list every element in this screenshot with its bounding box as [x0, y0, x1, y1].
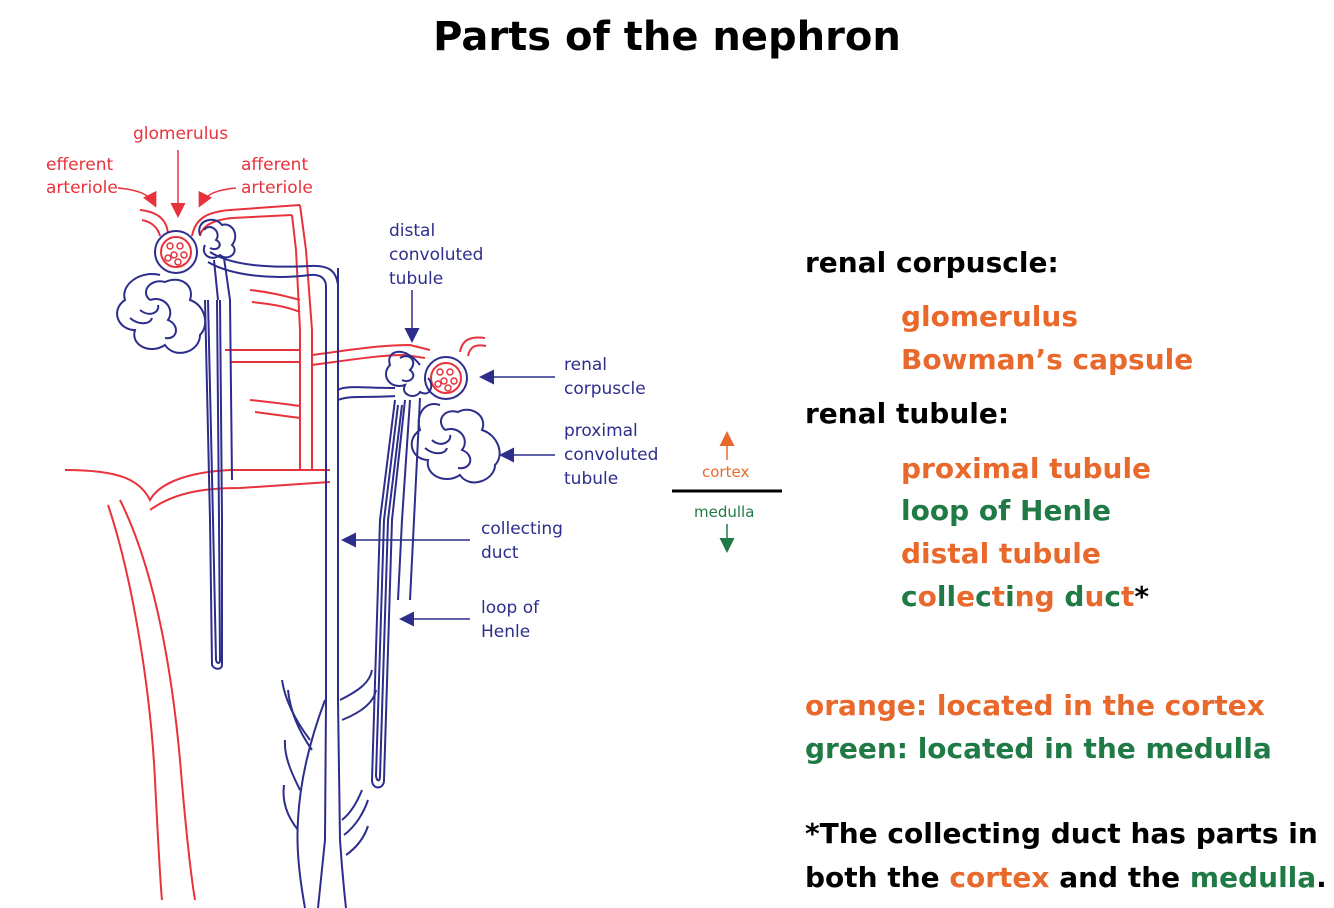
label-cd-1: collecting	[481, 519, 563, 539]
label-efferent-1: efferent	[46, 155, 113, 175]
annotation-arrows	[117, 150, 735, 627]
legend-note-line-1: *The collecting duct has parts in	[805, 817, 1318, 850]
page-title: Parts of the nephron	[433, 14, 901, 60]
label-loop-2: Henle	[481, 622, 530, 642]
legend-renal-corpuscle: renal corpuscle:	[805, 246, 1059, 279]
legend-bowmans-capsule: Bowman’s capsule	[901, 343, 1194, 376]
label-dct-2: convoluted	[389, 245, 483, 265]
legend-distal-tubule: distal tubule	[901, 537, 1101, 570]
legend-orange-key: orange: located in the cortex	[805, 689, 1265, 722]
label-loop-1: loop of	[481, 598, 540, 618]
legend-loop-of-henle: loop of Henle	[901, 494, 1111, 527]
label-dct-1: distal	[389, 221, 435, 241]
legend-note-line-2: both the cortex and the medulla.	[805, 861, 1327, 894]
blood-vessels	[64, 204, 487, 901]
label-pct-1: proximal	[564, 421, 638, 441]
label-afferent-1: afferent	[241, 155, 308, 175]
legend-renal-tubule: renal tubule:	[805, 397, 1010, 430]
label-afferent-2: arteriole	[241, 178, 313, 198]
legend-proximal-tubule: proximal tubule	[901, 452, 1152, 485]
label-rc-1: renal	[564, 355, 607, 375]
tubules	[116, 218, 501, 908]
label-rc-2: corpuscle	[564, 379, 646, 399]
label-medulla: medulla	[694, 503, 754, 521]
legend-glomerulus: glomerulus	[901, 300, 1078, 333]
glomerulus-1	[154, 230, 198, 274]
label-glomerulus: glomerulus	[133, 124, 228, 144]
nephron-diagram: glomerulus efferent arteriole afferent a…	[46, 124, 782, 908]
label-pct-3: tubule	[564, 469, 618, 489]
label-dct-3: tubule	[389, 269, 443, 289]
label-efferent-2: arteriole	[46, 178, 118, 198]
label-pct-2: convoluted	[564, 445, 658, 465]
label-cortex: cortex	[702, 463, 749, 481]
legend-green-key: green: located in the medulla	[805, 732, 1272, 765]
label-cd-2: duct	[481, 543, 519, 563]
legend-collecting-duct: collecting duct*	[901, 580, 1150, 613]
glomerulus-2	[424, 356, 468, 400]
